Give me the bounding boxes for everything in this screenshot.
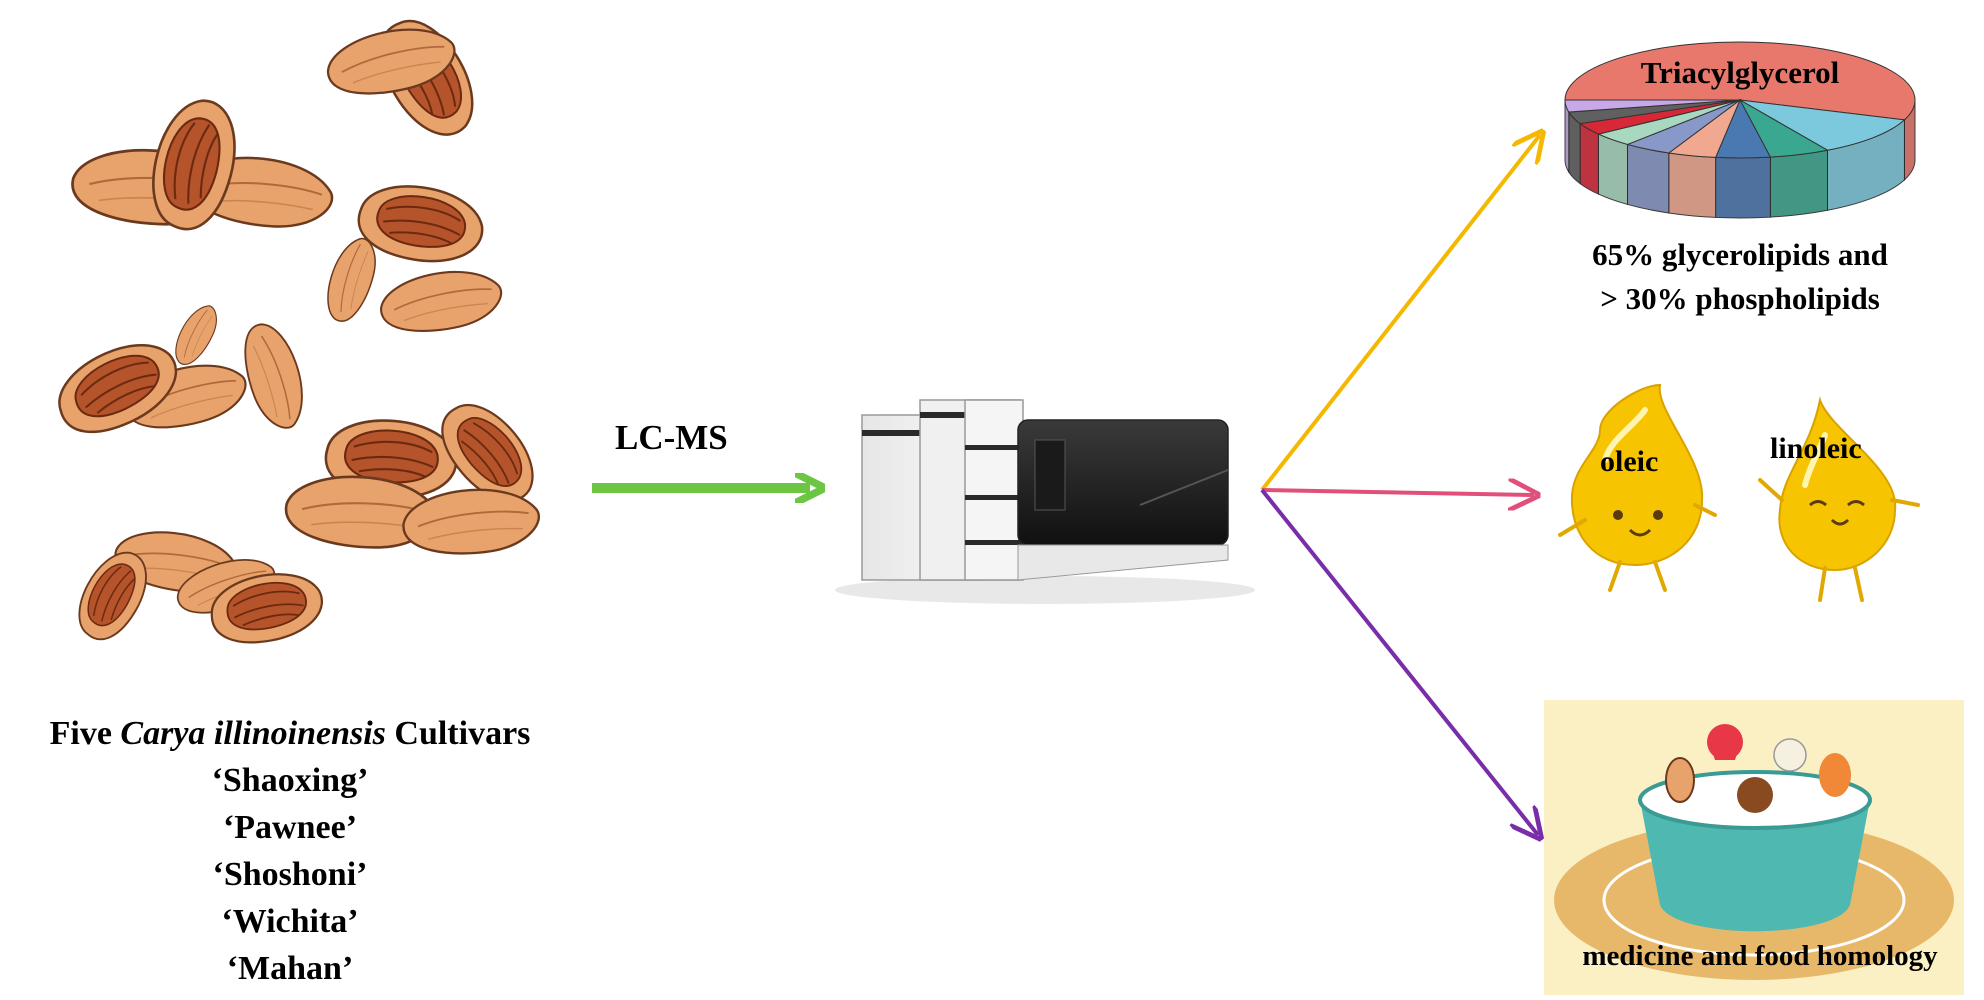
pie-title: Triacylglycerol [1640, 55, 1840, 90]
cultivar-name: ‘Wichita’ [221, 903, 359, 940]
lcms-label: LC-MS [615, 418, 728, 457]
pie-slice-side [1769, 149, 1828, 218]
pie-slice [1739, 99, 1906, 151]
cultivar-name: ‘Pawnee’ [222, 809, 358, 846]
oleic-label: oleic [1600, 445, 1659, 478]
cultivars-title: Five Carya illinoinensis Cultivars [0, 710, 580, 757]
linoleic-label: linoleic [1770, 432, 1862, 465]
pie-slice-side [1668, 152, 1717, 218]
pecan-whole [166, 299, 226, 371]
phospholipids-line: > 30% phospholipids [1600, 281, 1880, 316]
linoleic-droplet [1758, 396, 1920, 602]
pecan-whole [376, 263, 507, 339]
cultivar-name: ‘Shaoxing’ [211, 762, 369, 799]
arrow-to-fatty-acids [1261, 490, 1534, 495]
cultivars-species: Carya illinoinensis [120, 715, 386, 752]
pie-slice [1564, 99, 1741, 113]
oleic-droplet [1558, 383, 1717, 592]
cultivar-name: ‘Shoshoni’ [212, 856, 368, 893]
cultivars-title-prefix: Five [49, 715, 121, 752]
cultivar-name: ‘Mahan’ [226, 950, 354, 987]
pecan-cluster [45, 4, 551, 652]
lipid-composition-text: 65% glycerolipids and > 30% phospholipid… [1540, 233, 1940, 321]
lcms-instrument [835, 399, 1255, 604]
pecan-whole [235, 317, 313, 436]
cultivars-title-suffix: Cultivars [385, 715, 531, 752]
arrow-to-homology [1260, 488, 1538, 835]
homology-illustration [1544, 700, 1964, 995]
pie-slice-side [1579, 122, 1599, 195]
arrow-to-lipid-classes [1260, 135, 1540, 492]
pecan-open [45, 327, 191, 449]
lipid-pie-chart [1564, 41, 1916, 219]
homology-label: medicine and food homology [1582, 940, 1938, 972]
pie-slice-side [1627, 143, 1670, 214]
pie-slice [1564, 41, 1916, 121]
cultivars-block: Five Carya illinoinensis Cultivars ‘Shao… [0, 710, 580, 992]
pie-slice-side [1597, 133, 1629, 206]
glycerolipids-line: 65% glycerolipids and [1592, 237, 1888, 272]
pie-slice-side [1715, 156, 1771, 219]
